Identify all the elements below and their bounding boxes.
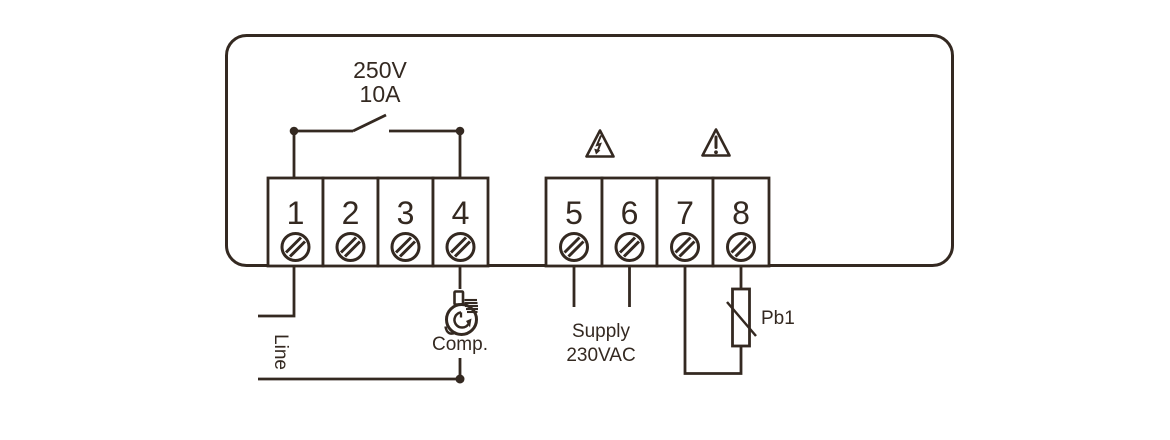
- compressor-label: Comp.: [432, 334, 488, 355]
- terminal-number-8: 8: [732, 195, 750, 231]
- probe-label: Pb1: [761, 308, 795, 329]
- terminal-number-1: 1: [286, 195, 305, 231]
- screw-terminal-icon: [445, 232, 476, 262]
- screw-terminal-icon: [670, 232, 700, 262]
- terminal-number-3: 3: [396, 195, 415, 231]
- compressor-icon: [444, 290, 478, 336]
- screw-terminal-icon: [726, 232, 756, 262]
- screw-terminals: [280, 232, 756, 262]
- relay-rating-label: 250V 10A: [325, 57, 435, 107]
- screw-terminal-icon: [335, 232, 366, 262]
- relay-switch-icon: [289, 113, 465, 179]
- screw-terminal-icon: [614, 232, 645, 262]
- terminal-number-7: 7: [676, 195, 694, 231]
- screw-terminal-icon: [559, 232, 589, 262]
- supply-label-line2: 230VAC: [566, 345, 636, 366]
- terminal-number-5: 5: [565, 195, 583, 231]
- compressor-threads: [464, 298, 478, 314]
- line-label: Line: [270, 334, 291, 370]
- relay-current: 10A: [359, 80, 401, 107]
- screw-terminal-icon: [280, 232, 311, 262]
- junction-dot: [455, 374, 465, 384]
- general-warning-icon: [701, 128, 731, 157]
- terminal-block-left: [266, 176, 490, 268]
- terminal-number-4: 4: [451, 195, 470, 231]
- supply-label-line1: Supply: [571, 321, 631, 342]
- terminal-block-right: [544, 176, 771, 268]
- probe-resistor-icon: [726, 287, 757, 348]
- wire-probe-terminal-7: [683, 266, 743, 375]
- wires: [258, 266, 743, 384]
- terminal-number-2: 2: [341, 195, 360, 231]
- relay-voltage: 250V: [353, 57, 407, 83]
- wire-line-to-terminal-1: [258, 266, 296, 318]
- terminal-number-6: 6: [620, 195, 639, 231]
- high-voltage-warning-icon: [585, 129, 615, 158]
- screw-terminal-icon: [390, 232, 421, 262]
- supply-label: Supply 230VAC: [536, 320, 666, 368]
